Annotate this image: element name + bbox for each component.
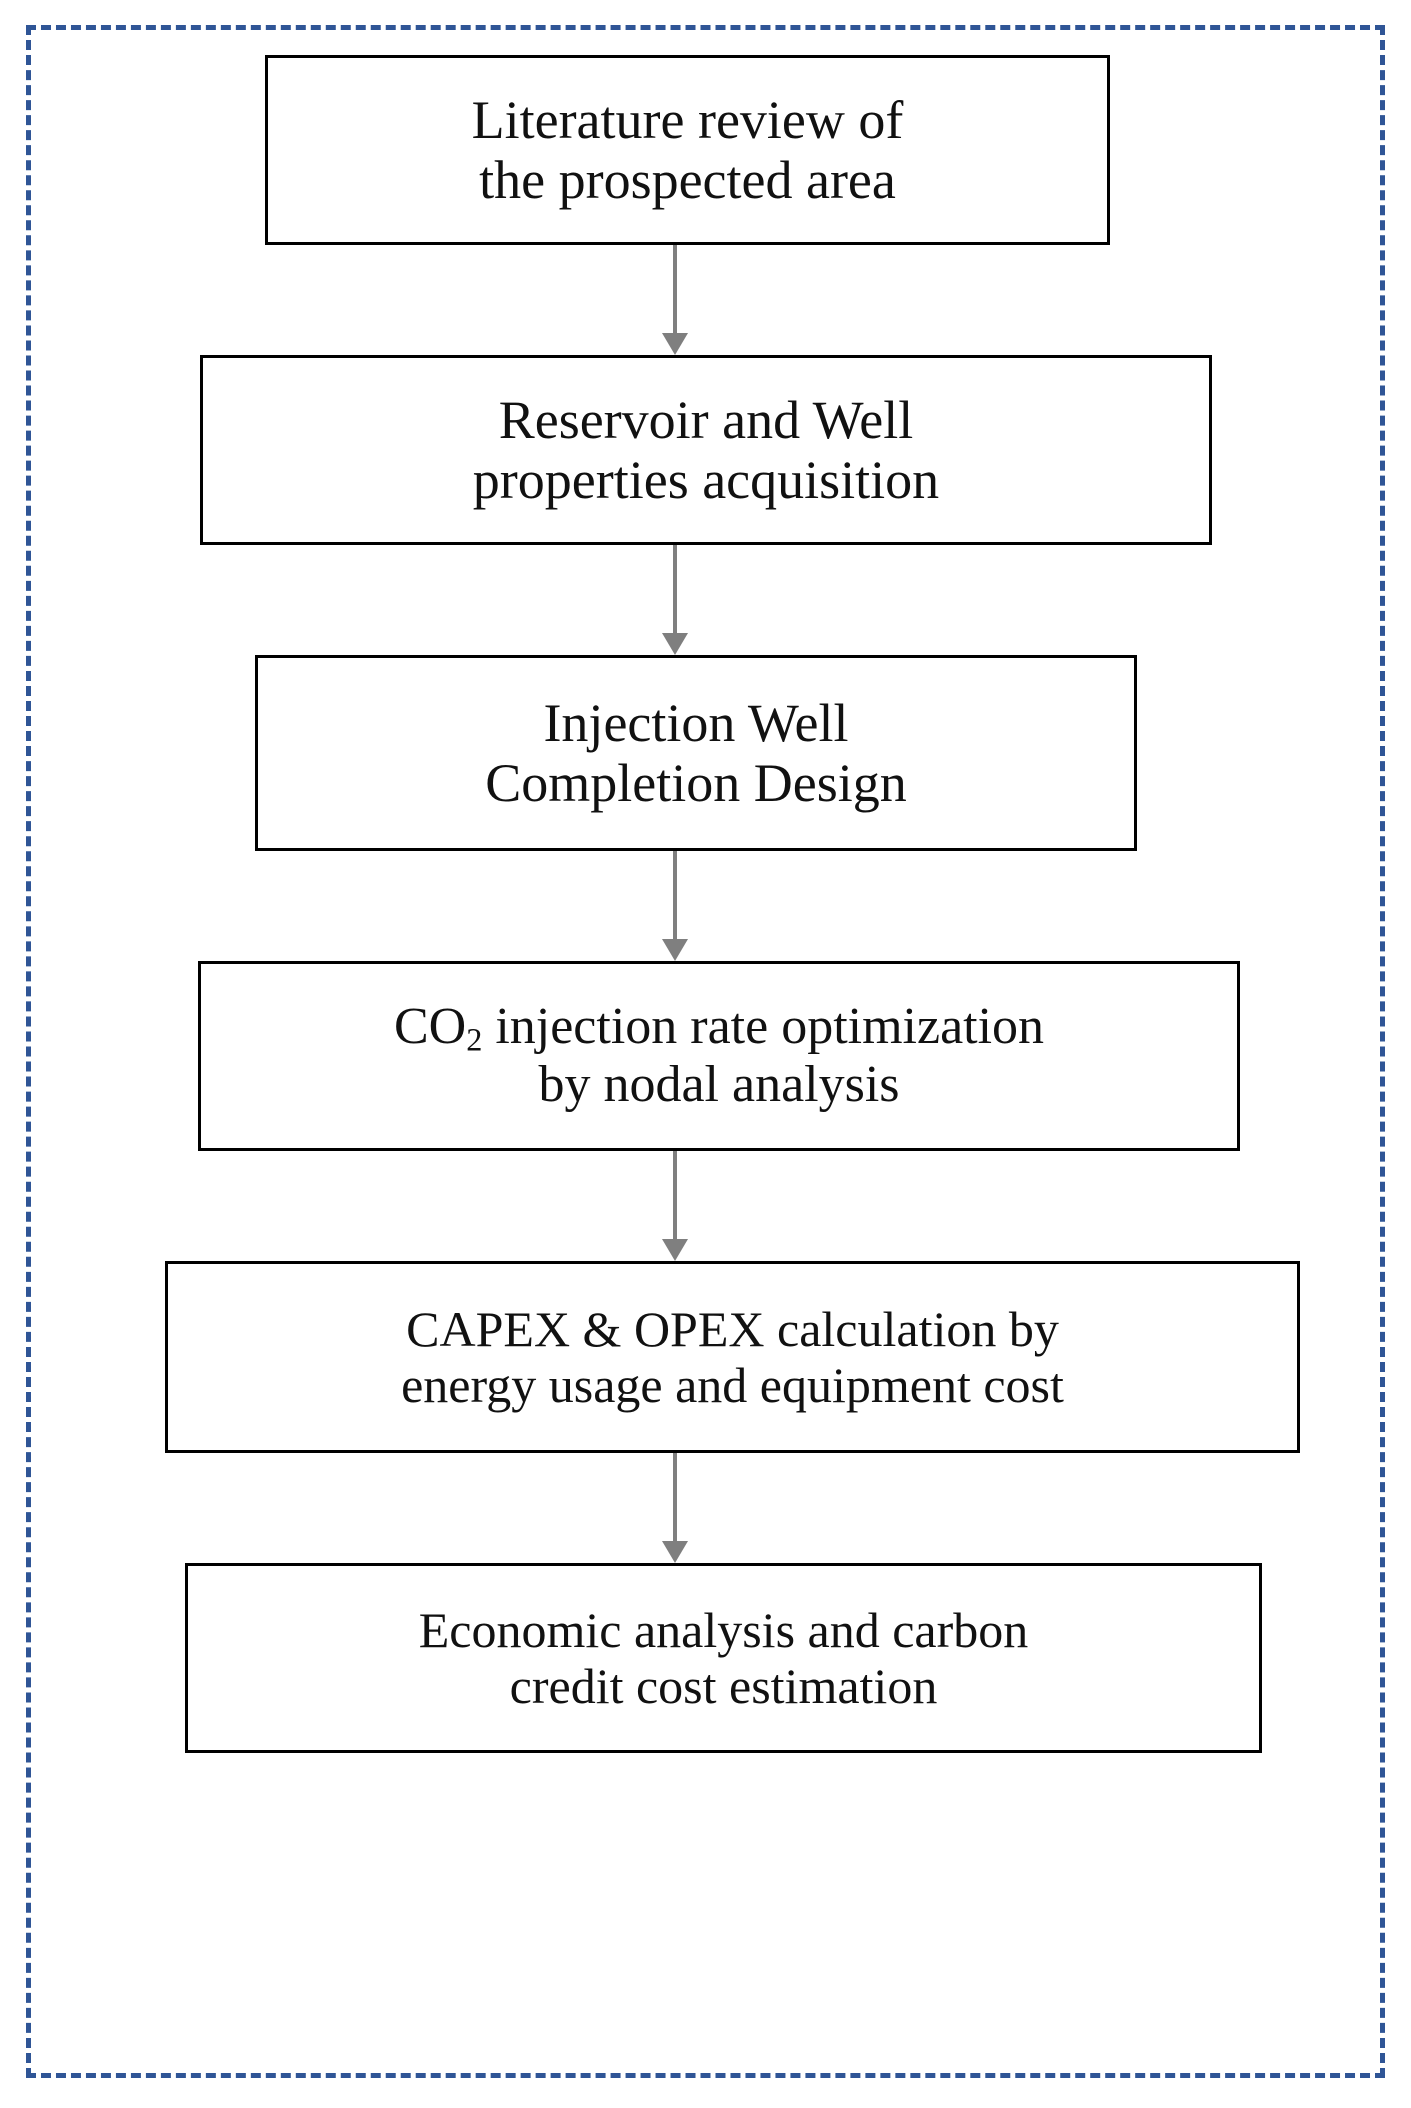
flow-box-step-2-label: Reservoir and Well properties acquisitio…	[472, 389, 940, 510]
arrow-shaft	[673, 851, 677, 945]
flow-box-step-1[interactable]: Literature review of the prospected area	[265, 55, 1110, 245]
arrow-head-icon	[662, 1239, 688, 1261]
co2-subscript: 2	[466, 1021, 483, 1058]
arrow-step-2-to-step-3	[660, 545, 690, 655]
arrow-head-icon	[662, 939, 688, 961]
flow-box-step-5-label: CAPEX & OPEX calculation by energy usage…	[401, 1301, 1064, 1413]
flow-box-step-6-label: Economic analysis and carbon credit cost…	[418, 1602, 1029, 1714]
flow-box-step-3-label: Injection Well Completion Design	[485, 692, 907, 813]
arrow-step-5-to-step-6	[660, 1453, 690, 1563]
arrow-head-icon	[662, 1541, 688, 1563]
co2-suffix: injection rate optimization	[482, 997, 1045, 1055]
flow-box-step-2[interactable]: Reservoir and Well properties acquisitio…	[200, 355, 1212, 545]
dashed-outer-frame	[26, 25, 1385, 2078]
flow-box-step-6[interactable]: Economic analysis and carbon credit cost…	[185, 1563, 1262, 1753]
arrow-head-icon	[662, 333, 688, 355]
arrow-shaft	[673, 1453, 677, 1547]
arrow-step-1-to-step-2	[660, 245, 690, 355]
arrow-step-3-to-step-4	[660, 851, 690, 961]
arrow-head-icon	[662, 633, 688, 655]
flow-box-step-3[interactable]: Injection Well Completion Design	[255, 655, 1137, 851]
flow-box-step-5[interactable]: CAPEX & OPEX calculation by energy usage…	[165, 1261, 1300, 1453]
flow-box-step-4-line2: by nodal analysis	[538, 1056, 900, 1113]
arrow-step-4-to-step-5	[660, 1151, 690, 1261]
arrow-shaft	[673, 545, 677, 639]
flow-box-step-1-label: Literature review of the prospected area	[471, 89, 904, 210]
arrow-shaft	[673, 1151, 677, 1245]
co2-prefix: CO	[393, 997, 467, 1055]
arrow-shaft	[673, 245, 677, 339]
